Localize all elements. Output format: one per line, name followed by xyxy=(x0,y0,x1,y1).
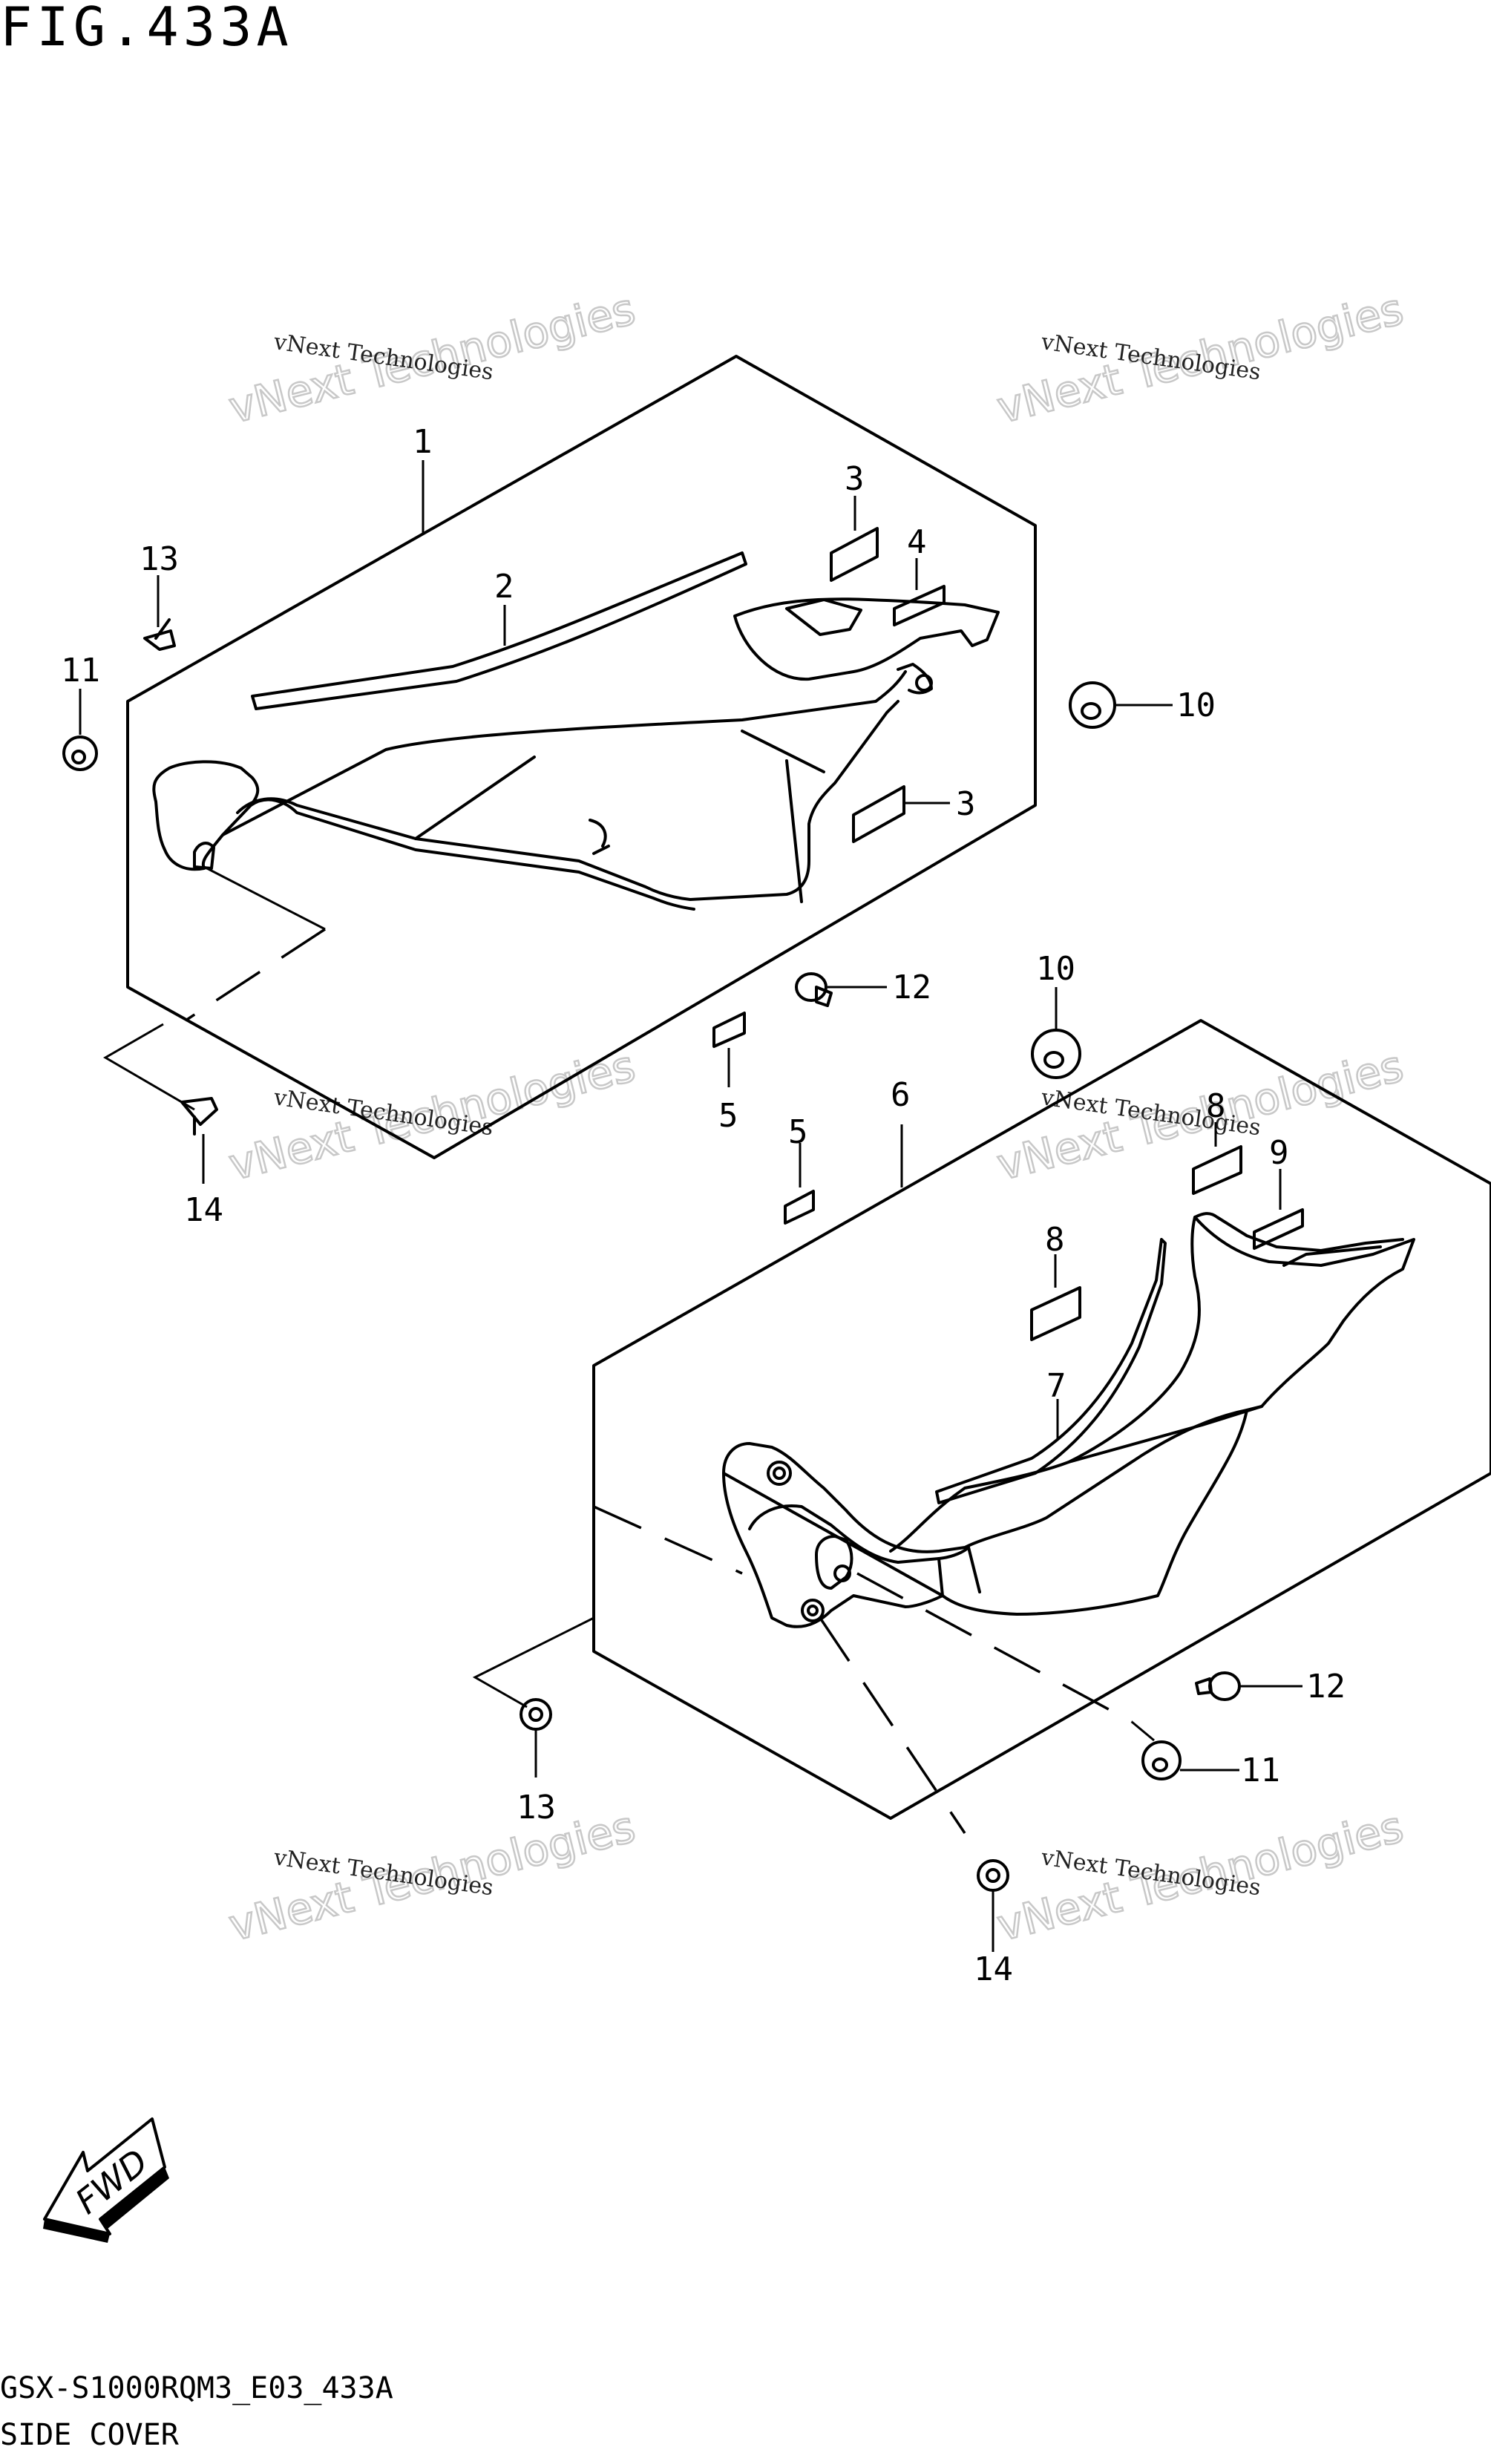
bolt-12b xyxy=(1195,1671,1241,1701)
lower-trim-strip xyxy=(935,1238,1167,1504)
screw-13a xyxy=(143,618,176,651)
callout-4: 4 xyxy=(907,523,927,561)
callout-11b: 11 xyxy=(1241,1752,1280,1789)
label-sticker-8a xyxy=(1192,1145,1242,1195)
nut-11a xyxy=(62,735,98,771)
watermark-bottom-left: vNext Technologies vNext Technologies xyxy=(223,1801,641,1952)
footer-code: GSX-S1000RQM3_E03_433A xyxy=(0,2371,393,2405)
label-sticker-9 xyxy=(1253,1208,1304,1250)
label-sticker-5a xyxy=(712,1012,746,1048)
lower-assembly-frame xyxy=(592,1019,1491,1820)
callout-5b: 5 xyxy=(788,1113,808,1151)
callout-13b: 13 xyxy=(517,1789,556,1826)
callout-9: 9 xyxy=(1269,1134,1289,1172)
callout-5a: 5 xyxy=(718,1097,738,1135)
nut-13b xyxy=(520,1698,552,1731)
nut-11b xyxy=(1141,1740,1182,1780)
callout-14b: 14 xyxy=(974,1950,1013,1988)
callout-10b: 10 xyxy=(1036,950,1075,988)
callout-12b: 12 xyxy=(1306,1668,1346,1706)
lower-side-cover xyxy=(722,1212,1415,1628)
upper-assembly-frame xyxy=(126,355,1037,1159)
grommet-10a xyxy=(1069,681,1116,729)
callout-10a: 10 xyxy=(1176,687,1216,724)
figure-title: FIG.433A xyxy=(0,0,293,58)
watermark-top-left: vNext Technologies vNext Technologies xyxy=(223,283,641,434)
callout-11a: 11 xyxy=(61,652,100,689)
callout-3a: 3 xyxy=(845,460,865,498)
rivet-14a xyxy=(180,1097,218,1136)
upper-trim-strip xyxy=(251,551,747,710)
label-sticker-3b xyxy=(852,785,905,843)
watermark-mid-left: vNext Technologies vNext Technologies xyxy=(223,1040,641,1191)
bolt-12a xyxy=(795,972,833,1007)
callout-1: 1 xyxy=(413,423,433,461)
label-sticker-4 xyxy=(893,585,946,626)
upper-side-cover xyxy=(152,597,1000,911)
watermark-mid-right: vNext Technologies vNext Technologies xyxy=(992,1040,1409,1191)
callout-2: 2 xyxy=(494,568,514,606)
callout-8a: 8 xyxy=(1206,1087,1226,1125)
callout-7: 7 xyxy=(1046,1367,1066,1405)
grommet-10b xyxy=(1031,1029,1081,1079)
callout-6: 6 xyxy=(891,1076,911,1114)
watermark-bottom-right: vNext Technologies vNext Technologies xyxy=(992,1801,1409,1952)
nut-14b xyxy=(977,1859,1009,1892)
watermark-top-right: vNext Technologies vNext Technologies xyxy=(992,283,1409,434)
footer-name: SIDE COVER xyxy=(0,2418,179,2452)
fwd-arrow-icon: FWD xyxy=(43,2117,169,2243)
upper-leader-path xyxy=(203,865,326,931)
callout-14a: 14 xyxy=(184,1191,223,1229)
callout-12a: 12 xyxy=(892,969,931,1006)
label-sticker-5b xyxy=(784,1190,815,1225)
label-sticker-8b xyxy=(1030,1286,1081,1341)
callout-13a: 13 xyxy=(140,540,179,578)
callout-8b: 8 xyxy=(1045,1221,1065,1259)
callout-3b: 3 xyxy=(956,785,976,823)
label-sticker-3a xyxy=(830,527,879,582)
